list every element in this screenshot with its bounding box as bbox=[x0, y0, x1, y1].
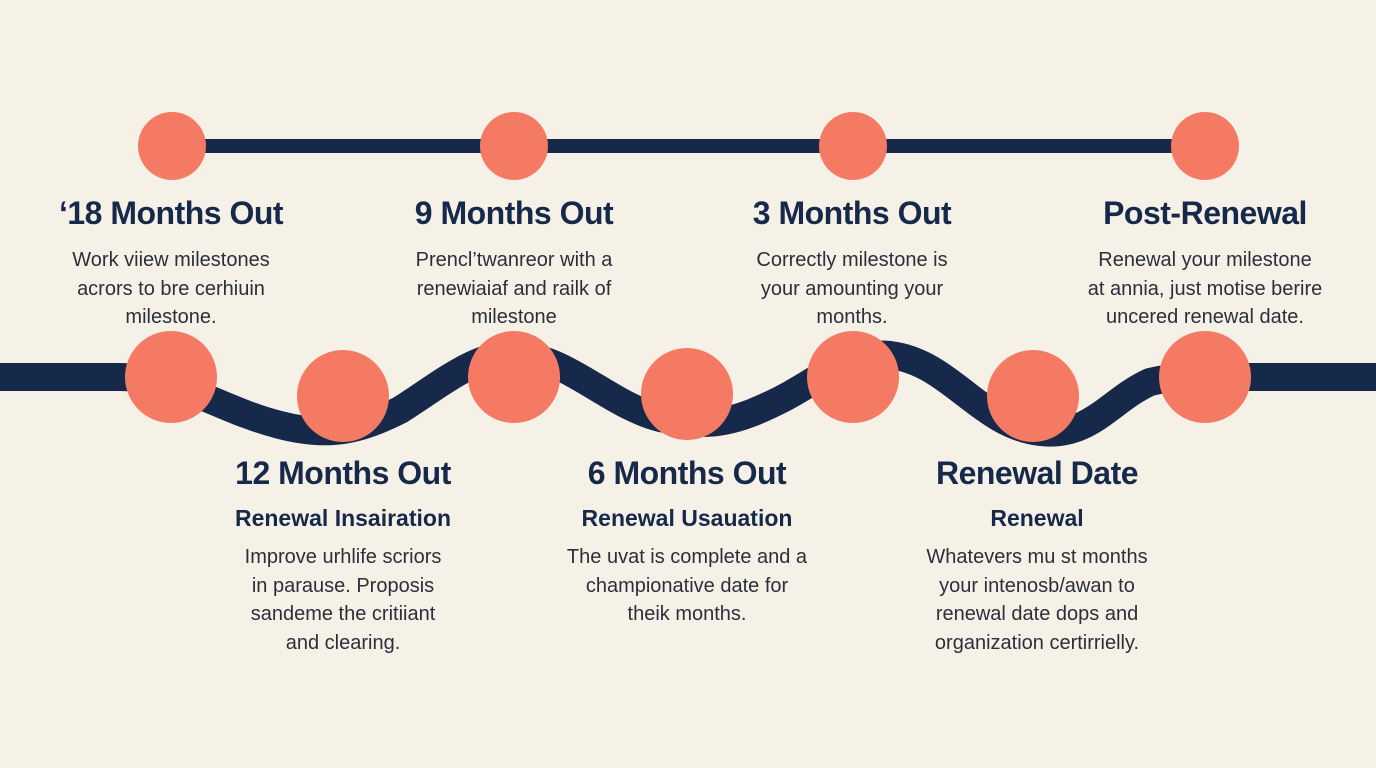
milestone-6-months: 6 Months Out Renewal Usauation The uvat … bbox=[537, 454, 837, 629]
milestone-description: Prencl’twanreor with a renewiaiaf and ra… bbox=[364, 246, 664, 332]
description-line: Renewal your milestone bbox=[1098, 249, 1312, 271]
milestone-post-renewal: Post-Renewal Renewal your milestone at a… bbox=[1055, 194, 1355, 332]
milestone-node bbox=[807, 331, 899, 423]
description-line: uncered renewal date. bbox=[1106, 306, 1304, 328]
milestone-node bbox=[138, 112, 206, 180]
milestone-node bbox=[819, 112, 887, 180]
milestone-node bbox=[125, 331, 217, 423]
milestone-title: ‘18 Months Out bbox=[58, 195, 284, 231]
description-line: months. bbox=[816, 306, 888, 328]
milestone-nodes bbox=[125, 112, 1251, 442]
description-line: Whatevers mu st months bbox=[926, 546, 1148, 568]
milestone-node bbox=[468, 331, 560, 423]
milestone-node bbox=[641, 348, 733, 440]
milestone-node bbox=[987, 350, 1079, 442]
milestone-12-months: 12 Months Out Renewal Insairation Improv… bbox=[193, 454, 493, 657]
milestone-subtitle: Renewal Usauation bbox=[581, 505, 793, 531]
description-line: theik months. bbox=[627, 603, 747, 625]
milestone-description: Whatevers mu st months your intenosb/awa… bbox=[887, 543, 1187, 657]
description-line: Correctly milestone is bbox=[756, 249, 948, 271]
description-line: renewiaiaf and railk of bbox=[416, 277, 612, 300]
description-line: renewal date dops and bbox=[935, 603, 1139, 625]
milestone-renewal-date: Renewal Date Renewal Whatevers mu st mon… bbox=[887, 454, 1187, 657]
milestone-node bbox=[480, 112, 548, 180]
milestone-subtitle: Renewal Insairation bbox=[234, 505, 451, 531]
milestone-description: The uvat is complete and a championative… bbox=[537, 543, 837, 629]
milestone-18-months: ‘18 Months Out Work viiew milestones acr… bbox=[21, 194, 321, 332]
description-line: milestone. bbox=[125, 306, 217, 328]
description-line: Work viiew milestones bbox=[72, 249, 270, 271]
milestone-node bbox=[1159, 331, 1251, 423]
description-line: sandeme the critiiant bbox=[250, 603, 436, 625]
description-line: your intenosb/awan to bbox=[939, 574, 1135, 597]
description-line: and clearing. bbox=[285, 631, 401, 654]
milestone-title: 9 Months Out bbox=[414, 195, 614, 231]
description-line: organization certirrielly. bbox=[934, 631, 1140, 654]
milestone-node bbox=[297, 350, 389, 442]
milestone-description: Renewal your milestone at annia, just mo… bbox=[1055, 246, 1355, 332]
description-line: in parause. Proposis bbox=[251, 574, 435, 597]
description-line: championative date for bbox=[585, 574, 789, 597]
milestone-description: Work viiew milestones acrors to bre cerh… bbox=[21, 246, 321, 332]
description-line: Prencl’twanreor with a bbox=[415, 249, 613, 271]
milestone-3-months: 3 Months Out Correctly milestone is your… bbox=[702, 194, 1002, 332]
milestone-title: Renewal Date bbox=[935, 455, 1139, 491]
milestone-subtitle: Renewal bbox=[990, 505, 1084, 531]
description-line: Improve urhlife scriors bbox=[244, 546, 442, 568]
milestone-description: Improve urhlife scriors in parause. Prop… bbox=[193, 543, 493, 657]
description-line: your amounting your bbox=[760, 277, 944, 300]
milestone-description: Correctly milestone is your amounting yo… bbox=[702, 246, 1002, 332]
description-line: at annia, just motise berire bbox=[1087, 277, 1323, 300]
description-line: The uvat is complete and a bbox=[566, 546, 808, 568]
description-line: milestone bbox=[471, 306, 557, 328]
milestone-title: Post-Renewal bbox=[1103, 195, 1307, 231]
milestone-title: 6 Months Out bbox=[587, 455, 787, 491]
milestone-title: 12 Months Out bbox=[235, 455, 451, 491]
milestone-node bbox=[1171, 112, 1239, 180]
description-line: acrors to bre cerhiuin bbox=[77, 277, 265, 300]
milestone-title: 3 Months Out bbox=[752, 195, 952, 231]
milestone-9-months: 9 Months Out Prencl’twanreor with a rene… bbox=[364, 194, 664, 332]
